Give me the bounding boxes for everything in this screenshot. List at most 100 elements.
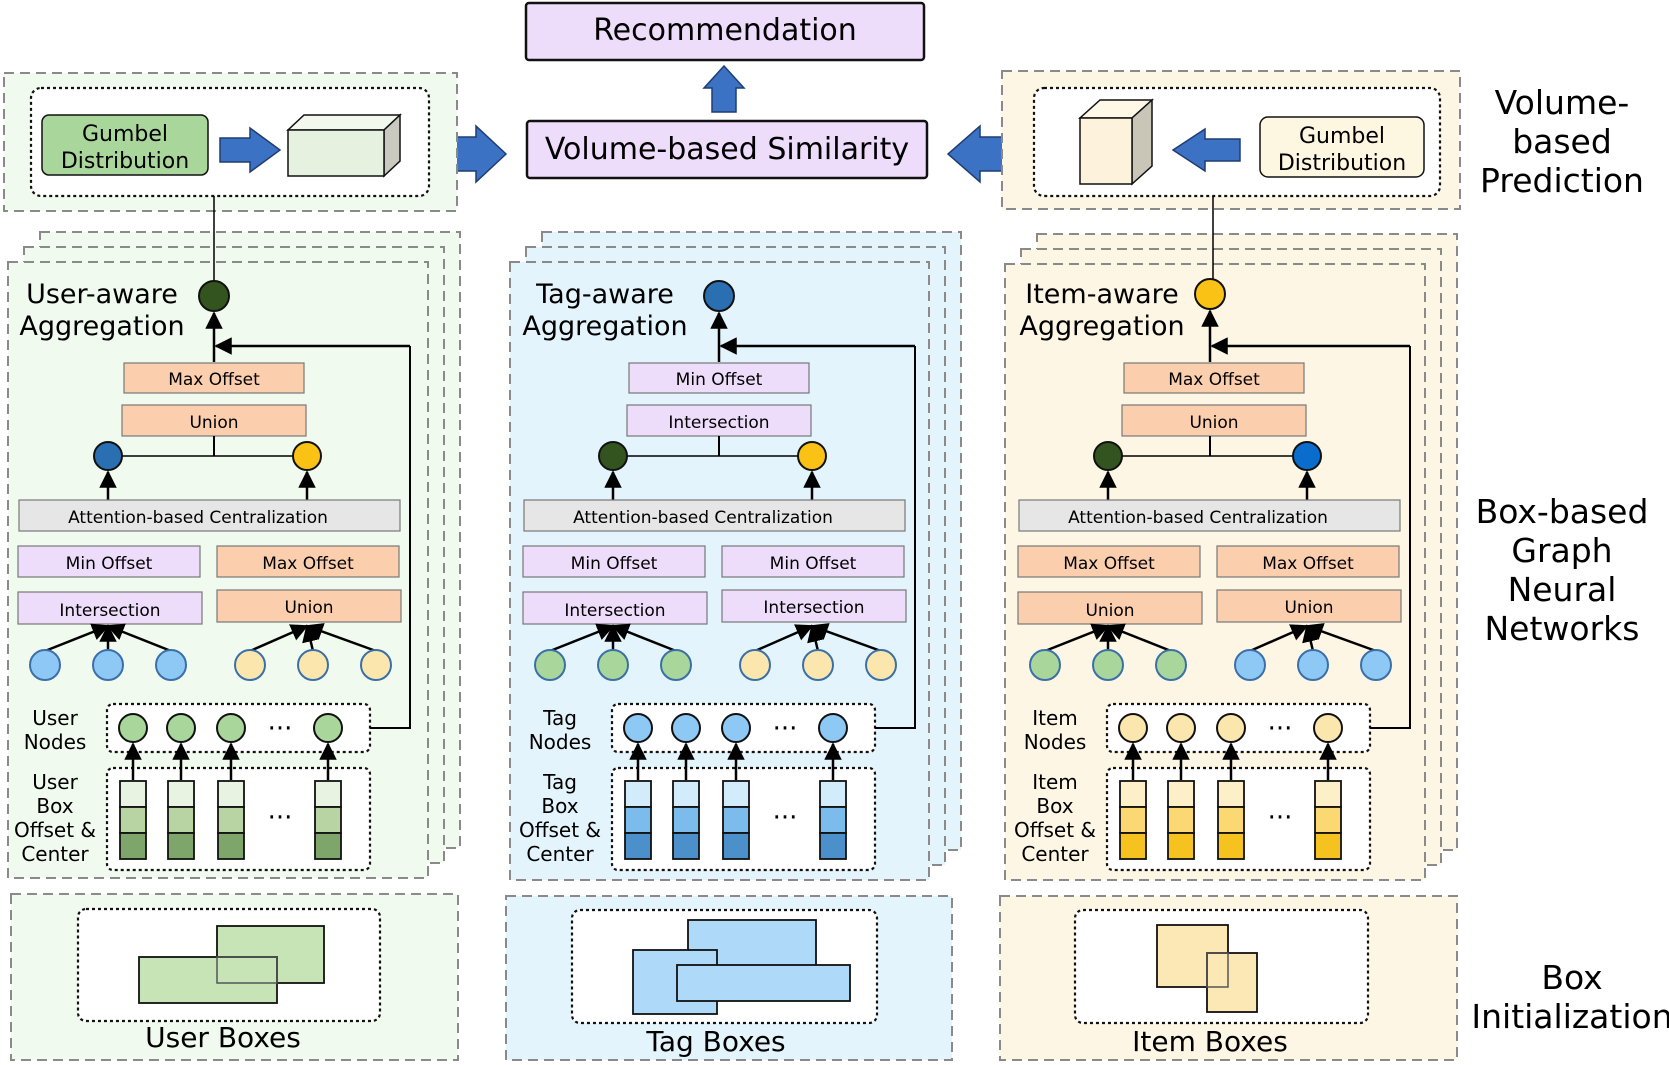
neighbor-node xyxy=(534,649,566,681)
arrow xyxy=(754,624,814,653)
box-cell xyxy=(314,832,342,860)
box-cell xyxy=(819,832,847,860)
arrow xyxy=(1044,623,1110,653)
box-cell xyxy=(1314,806,1342,834)
graph-node xyxy=(313,713,343,743)
right-op-2 xyxy=(1216,589,1402,623)
recommendation-block: Recommendation xyxy=(524,1,926,62)
center-node-left xyxy=(93,441,123,471)
right-op-1 xyxy=(1216,545,1400,578)
box-ellipsis: ··· xyxy=(1268,803,1293,833)
tag-boxes-panel: Tag Boxes xyxy=(505,895,953,1061)
box-cell xyxy=(1217,832,1245,860)
box-ellipsis: ··· xyxy=(773,803,798,833)
top-op-2 xyxy=(1121,404,1307,437)
nodes-label: Item xyxy=(1032,706,1078,730)
arrow xyxy=(1305,623,1377,653)
top-op-2-label: Intersection xyxy=(668,413,769,433)
box-cell xyxy=(217,780,245,808)
gumbel-distribution-user: Gumbel Distribution xyxy=(41,114,209,176)
stage-text: Networks xyxy=(1485,609,1640,648)
stage-label-init: Box Initialization xyxy=(1471,958,1669,1036)
stage-text: Box xyxy=(1541,958,1602,997)
item-boxes-panel: Item Boxes xyxy=(999,895,1458,1061)
box-cell xyxy=(167,806,195,834)
centralization-label: Attention-based Centralization xyxy=(68,508,328,528)
box-cell xyxy=(722,780,750,808)
item-box-cube-icon xyxy=(1078,98,1154,186)
neighbor-node xyxy=(29,649,61,681)
nodes-ellipsis: ··· xyxy=(268,714,293,744)
neighbor-node xyxy=(660,649,692,681)
arrow xyxy=(1106,623,1172,653)
right-op-1-label: Max Offset xyxy=(1262,554,1354,574)
aggregated-node xyxy=(703,280,735,312)
box-label: Box xyxy=(541,794,578,818)
center-node-left xyxy=(1093,441,1123,471)
skip-link xyxy=(370,346,411,729)
box-label: Box xyxy=(1036,794,1073,818)
right-op-1-label: Max Offset xyxy=(262,554,354,574)
box-cell xyxy=(119,806,147,834)
box-cell xyxy=(217,832,245,860)
right-op-1 xyxy=(216,545,400,578)
box-cell xyxy=(1167,780,1195,808)
aggregation-label: User-aware xyxy=(26,279,178,310)
skip-link xyxy=(1370,346,1411,729)
neighbor-node xyxy=(234,649,266,681)
box-cell xyxy=(722,832,750,860)
graph-node xyxy=(1313,713,1343,743)
centralization-bar xyxy=(1018,499,1401,532)
box-label: Box xyxy=(36,794,73,818)
arrow xyxy=(611,623,677,653)
right-op-2 xyxy=(216,589,402,623)
gumbel-line1: Gumbel xyxy=(1299,124,1385,149)
left-op-1-label: Min Offset xyxy=(66,554,153,574)
right-op-2 xyxy=(721,589,907,623)
graph-node xyxy=(671,713,701,743)
box-label: Tag xyxy=(542,770,577,794)
top-op-1 xyxy=(628,362,810,394)
arrow xyxy=(1249,624,1309,653)
graph-node xyxy=(623,713,653,743)
arrow xyxy=(44,623,110,653)
right-arrow-icon xyxy=(219,126,282,174)
right-op-1-label: Min Offset xyxy=(770,554,857,574)
centralization-label: Attention-based Centralization xyxy=(573,508,833,528)
box-label: Offset & xyxy=(519,818,601,842)
box-label: Center xyxy=(526,842,594,866)
box-cell xyxy=(672,780,700,808)
graph-node xyxy=(1118,713,1148,743)
top-op-2 xyxy=(626,404,812,437)
right-op-2-label: Union xyxy=(1284,598,1333,618)
stage-text: Initialization xyxy=(1471,997,1669,1036)
top-op-1-label: Max Offset xyxy=(1168,370,1260,390)
left-op-2-label: Intersection xyxy=(59,601,160,621)
right-op-2-label: Union xyxy=(284,598,333,618)
left-op-1 xyxy=(1017,545,1201,578)
nodes-label: Nodes xyxy=(1024,730,1087,754)
aggregation-label: Tag-aware xyxy=(535,279,674,310)
arrow xyxy=(810,623,882,653)
box-cell xyxy=(624,832,652,860)
box-label: Item xyxy=(1032,770,1078,794)
box-cell xyxy=(819,806,847,834)
neighbor-node xyxy=(1234,649,1266,681)
aggregation-label: Item-aware xyxy=(1025,279,1179,310)
box-ellipsis: ··· xyxy=(268,803,293,833)
graph-node xyxy=(721,713,751,743)
skip-link xyxy=(875,346,916,729)
nodes-ellipsis: ··· xyxy=(1268,714,1293,744)
neighbor-node xyxy=(865,649,897,681)
neighbor-node xyxy=(597,649,629,681)
user-box-cube-icon xyxy=(286,113,402,178)
box-label: Center xyxy=(21,842,89,866)
neighbor-node xyxy=(1360,649,1392,681)
neighbor-node xyxy=(1029,649,1061,681)
center-node-right xyxy=(797,441,827,471)
box-cell xyxy=(1167,806,1195,834)
top-op-2-label: Union xyxy=(1189,413,1238,433)
